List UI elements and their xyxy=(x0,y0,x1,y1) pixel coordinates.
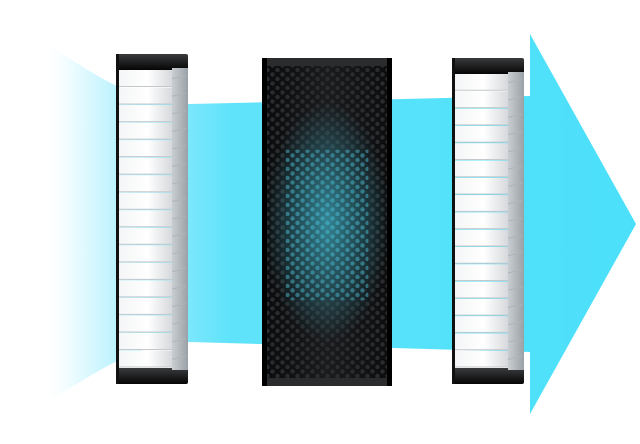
pleat xyxy=(454,143,508,160)
pleat-side-edge xyxy=(171,338,187,343)
pleat-side-edge xyxy=(171,320,187,325)
pleat xyxy=(118,245,172,262)
pleat-side-edge xyxy=(171,127,187,132)
pleat xyxy=(118,140,172,157)
pleat xyxy=(454,350,508,367)
pleat-side-edge xyxy=(171,355,187,360)
hepa-filter xyxy=(452,58,524,384)
pleat-side-edge xyxy=(507,113,523,118)
frame-side xyxy=(508,72,524,370)
pleat-side-edge xyxy=(171,92,187,97)
pleat xyxy=(454,108,508,125)
frame-top xyxy=(452,58,524,74)
pleat xyxy=(454,246,508,264)
pleat-side-edge xyxy=(507,355,523,360)
pre-filter xyxy=(116,54,188,384)
pleat-side-edge xyxy=(507,131,523,136)
pleat xyxy=(118,332,172,350)
carbon-filter xyxy=(262,58,392,386)
pleat-side-edge xyxy=(507,182,523,187)
pleat-side-edge xyxy=(171,268,187,273)
pleat-side-edge xyxy=(507,148,523,153)
pleat xyxy=(118,105,172,122)
pleat xyxy=(118,175,172,192)
pleat xyxy=(454,212,508,229)
pleat xyxy=(454,177,508,195)
pleat xyxy=(118,192,172,210)
pleat-side-edge xyxy=(507,321,523,326)
pleat xyxy=(118,87,172,105)
pleat-side-edge xyxy=(171,162,187,167)
pleat xyxy=(118,350,172,367)
frame-side xyxy=(172,68,188,370)
pleat-side-edge xyxy=(171,250,187,255)
pleat xyxy=(454,125,508,143)
pleat-side-edge xyxy=(507,286,523,291)
pleat xyxy=(118,280,172,297)
pleat xyxy=(118,315,172,332)
pleat-side-edge xyxy=(171,110,187,115)
frame-bottom xyxy=(452,368,524,384)
pleat xyxy=(454,160,508,177)
pleat-side-edge xyxy=(171,303,187,308)
pleat-side-edge xyxy=(507,303,523,308)
pleat xyxy=(454,298,508,316)
pleat-side-edge xyxy=(507,338,523,343)
pleat-side-edge xyxy=(507,269,523,274)
pleat-side-edge xyxy=(171,197,187,202)
pleat xyxy=(118,157,172,175)
frame-top xyxy=(116,54,188,70)
frame-edge xyxy=(116,54,119,384)
pleat xyxy=(454,229,508,246)
pleat xyxy=(454,91,508,108)
pleat-side-edge xyxy=(171,233,187,238)
pleat-side-edge xyxy=(507,165,523,170)
pleat-side-edge xyxy=(507,79,523,84)
pleat xyxy=(118,210,172,227)
frame-edge xyxy=(452,58,455,384)
pleat-side-edge xyxy=(171,285,187,290)
pleat xyxy=(454,264,508,281)
pleat xyxy=(118,122,172,140)
pleat-side-edge xyxy=(171,215,187,220)
pleat xyxy=(118,262,172,280)
pleat xyxy=(118,227,172,245)
pleat xyxy=(454,316,508,333)
pleat-side-edge xyxy=(507,234,523,239)
pleat xyxy=(454,195,508,212)
pleat-side-edge xyxy=(171,75,187,80)
pleat-side-edge xyxy=(507,217,523,222)
pleat xyxy=(454,281,508,298)
pleat-side-edge xyxy=(507,96,523,101)
pleat-side-edge xyxy=(171,145,187,150)
pleat-side-edge xyxy=(507,252,523,257)
pleat-side-edge xyxy=(171,180,187,185)
pleat xyxy=(454,333,508,350)
pleat-side-edge xyxy=(507,200,523,205)
pleat xyxy=(118,297,172,315)
pleat xyxy=(118,70,172,87)
frame-bottom xyxy=(116,368,188,384)
pleat xyxy=(454,74,508,91)
